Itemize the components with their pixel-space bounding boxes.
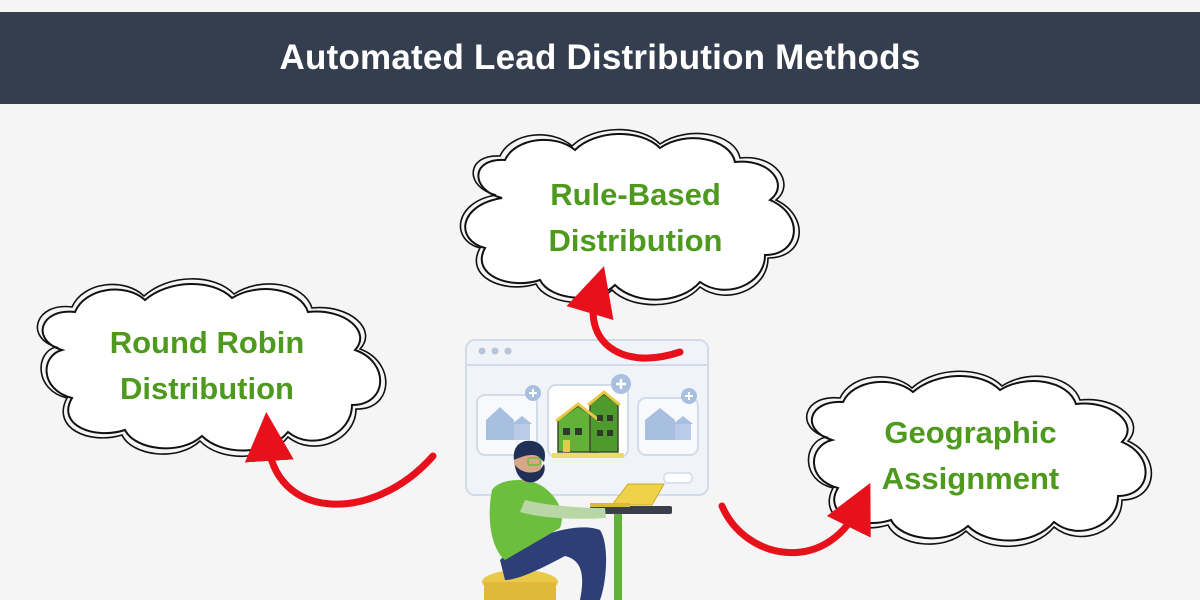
house-card-left: [476, 385, 541, 456]
cloud-rule-based: [459, 128, 800, 306]
label-round-robin: Round Robin Distribution: [109, 325, 305, 406]
arrow-to-round-robin: [244, 412, 437, 508]
label-rule-based: Rule-Based Distribution: [548, 177, 723, 258]
house-card-center: [547, 374, 631, 458]
arrow-to-rule-based: [566, 266, 684, 362]
page-title: Automated Lead Distribution Methods: [279, 38, 921, 77]
house-card-right: [637, 388, 699, 456]
cloud-geographic: [806, 370, 1153, 548]
header-bar: Automated Lead Distribution Methods: [0, 12, 1200, 104]
label-geographic: Geographic Assignment: [881, 415, 1060, 496]
person-at-desk-illustration: [482, 440, 672, 600]
cloud-round-robin: [36, 278, 387, 458]
arrow-to-geographic: [718, 482, 871, 557]
